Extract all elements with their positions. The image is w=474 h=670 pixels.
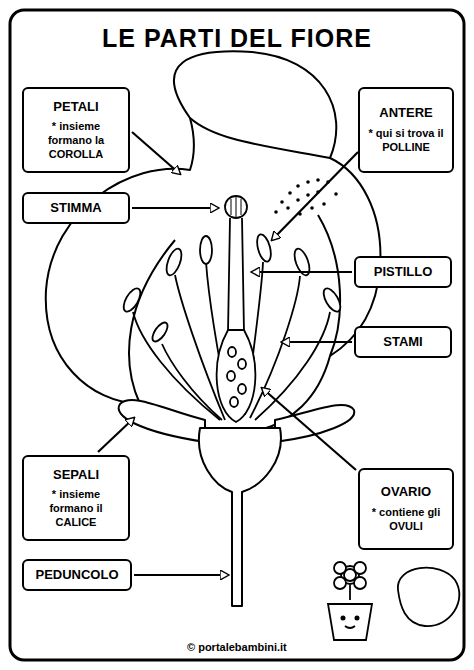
- petal-shape: [46, 51, 381, 430]
- leader-arrow: [132, 132, 180, 174]
- mascot-drawing: [345, 626, 355, 628]
- mascot-drawing: [328, 604, 372, 640]
- stamen-shape: [250, 276, 300, 418]
- stamen-shape: [200, 236, 212, 264]
- leader-arrow: [262, 388, 356, 470]
- footer-credit: © portalebambini.it: [184, 641, 290, 653]
- part-note: * insieme formano il CALICE: [30, 488, 122, 529]
- label-box: ANTERE * qui si trova il POLLINE: [358, 87, 454, 173]
- pollen-dots: [280, 200, 284, 204]
- pollen-dots: [334, 192, 338, 196]
- part-name: SEPALI: [53, 467, 99, 483]
- part-note: * qui si trova il POLLINE: [366, 127, 446, 155]
- sepal-shape: [119, 400, 355, 606]
- pollen-dots: [288, 191, 292, 195]
- pollen-dots: [306, 193, 310, 197]
- part-name: ANTERE: [379, 105, 432, 121]
- pistil-shape: [225, 196, 247, 218]
- page-frame: [10, 10, 464, 660]
- pollen-dots: [296, 198, 300, 202]
- label-box: STAMI: [354, 326, 452, 358]
- label-box: OVARIO * contiene gli OVULI: [358, 468, 454, 550]
- pistil-shape: [228, 347, 236, 357]
- part-name: PEDUNCOLO: [35, 567, 118, 583]
- part-note: * contiene gli OVULI: [366, 506, 446, 534]
- mascot-drawing: [334, 577, 346, 589]
- pollen-dots: [306, 180, 310, 184]
- label-box: PETALI * insieme formano la COROLLA: [22, 87, 130, 173]
- label-box: PEDUNCOLO: [22, 559, 132, 591]
- leader-arrow: [132, 207, 218, 209]
- pistil-shape: [238, 384, 246, 394]
- petal-shape: [318, 215, 340, 356]
- petal-shape: [46, 51, 381, 430]
- leader-arrow: [282, 341, 352, 343]
- mascot-drawing: [328, 562, 459, 640]
- label-box: PISTILLO: [354, 256, 452, 288]
- pollen-dots: [296, 184, 300, 188]
- leader-arrow: [98, 418, 134, 452]
- part-name: OVARIO: [381, 484, 431, 500]
- pollen-dots: [322, 202, 326, 206]
- mascot-drawing: [344, 569, 356, 581]
- stamen-shape: [133, 312, 220, 420]
- page-title: LE PARTI DEL FIORE: [20, 24, 454, 53]
- stamen-shape: [255, 233, 274, 263]
- mascot-drawing: [398, 568, 459, 626]
- stamen-shape: [255, 312, 330, 420]
- stamen-shape: [164, 247, 185, 277]
- part-name: PISTILLO: [374, 264, 433, 280]
- pistil-shape: [228, 218, 244, 332]
- pistil-shape: [238, 359, 246, 369]
- part-name: STAMI: [383, 334, 422, 350]
- pistil-shape: [217, 196, 256, 422]
- sepal-shape: [199, 428, 281, 606]
- leader-arrow: [134, 574, 228, 576]
- stamen-shape: [162, 344, 222, 420]
- pollen-dots: [310, 206, 314, 210]
- pollen-dots: [316, 178, 320, 182]
- pollen-dots: [274, 210, 278, 214]
- pollen-dots: [286, 206, 290, 210]
- part-name: STIMMA: [50, 200, 101, 216]
- mascot-drawing: [349, 585, 351, 600]
- stamen-shape: [150, 320, 171, 344]
- leader-arrow: [272, 152, 358, 240]
- pistil-shape: [227, 371, 235, 381]
- mascot-drawing: [341, 616, 344, 619]
- mascot-drawing: [354, 577, 366, 589]
- pistil-shape: [231, 197, 241, 217]
- pistil-shape: [230, 397, 238, 407]
- pistil-shape: [217, 330, 256, 422]
- stamen-shape: [120, 286, 143, 315]
- mascot-drawing: [355, 616, 358, 619]
- leader-arrow: [98, 132, 358, 575]
- label-box: SEPALI * insieme formano il CALICE: [22, 455, 130, 541]
- leader-arrow: [252, 271, 352, 273]
- label-box: STIMMA: [22, 192, 130, 224]
- petal-shape: [190, 118, 330, 158]
- stamen-shape: [320, 286, 343, 315]
- part-name: PETALI: [53, 99, 98, 115]
- part-note: * insieme formano la COROLLA: [30, 120, 122, 161]
